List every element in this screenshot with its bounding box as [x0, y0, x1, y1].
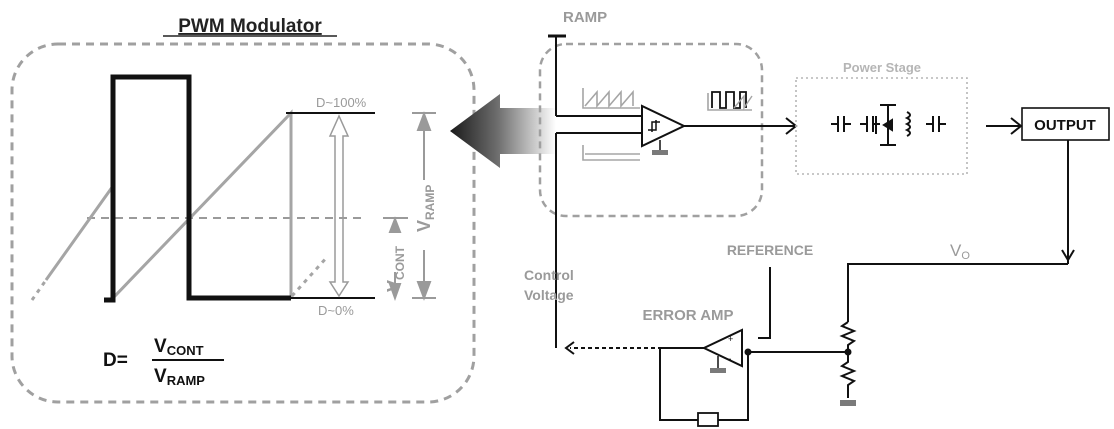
error-amp-symbol	[701, 328, 743, 368]
error-amp-out-node-dot	[744, 348, 752, 356]
comparator-block: RAMP	[538, 9, 798, 218]
formula-numerator: VCONT	[154, 336, 204, 358]
output-label: OUTPUT	[1034, 117, 1096, 134]
control-voltage-label-line1: Control	[524, 267, 574, 283]
svg-text:VCONT: VCONT	[384, 245, 407, 292]
error-amp-ground-icon	[710, 368, 726, 373]
divider-resistor-top	[839, 321, 857, 356]
control-sketch	[582, 145, 640, 161]
modulator-dashed-border	[10, 42, 476, 404]
input-capacitor-icon	[831, 116, 851, 132]
control-voltage-arrowhead	[564, 341, 575, 355]
formula-lhs: D=	[103, 350, 128, 371]
ramp-waveform	[44, 109, 293, 302]
error-amp-minus-sign: -	[728, 354, 731, 365]
power-stage-dotted-border	[795, 77, 968, 175]
hysteresis-icon	[648, 120, 660, 132]
vramp-dimension	[412, 111, 436, 301]
power-stage-block: Power Stage	[795, 60, 1023, 175]
error-amp-label: ERROR AMP	[642, 307, 733, 324]
compensation-resistor-icon	[697, 412, 719, 427]
ramp-dashed-start	[30, 279, 48, 301]
vramp-label: VRAMP	[414, 185, 437, 232]
mosfet-icon	[875, 104, 896, 146]
divider-resistor-bottom	[839, 356, 857, 398]
vcont-label: VCONT	[384, 245, 407, 292]
pwm-sketch	[707, 91, 753, 111]
ramp-label: RAMP	[563, 9, 607, 26]
reference-label: REFERENCE	[727, 242, 813, 258]
feedback-node-dot	[844, 348, 852, 356]
ramp-dashed-end	[290, 254, 330, 298]
pwm-pulse-waveform	[104, 74, 291, 303]
inductor-icon	[904, 111, 911, 137]
modulator-title: PWM Modulator	[178, 16, 322, 37]
ramp-sketch	[582, 88, 640, 109]
vcont-dimension	[383, 216, 408, 301]
vo-label: VO	[950, 241, 970, 262]
control-voltage-label-line2: Voltage	[524, 287, 574, 303]
output-box: OUTPUT	[1021, 107, 1110, 141]
svg-text:VRAMP: VRAMP	[414, 185, 437, 232]
snubber-capacitor-icon	[860, 116, 880, 132]
error-amp-plus-sign: +	[728, 334, 733, 344]
duty-formula: D= VCONT VRAMP	[103, 336, 224, 388]
pwm-modulator-panel: PWM Modulator D~100% D~0% V	[10, 16, 476, 404]
feedback-path	[555, 133, 1075, 421]
comparator-ground-icon	[652, 150, 668, 155]
comparator-symbol	[641, 104, 687, 148]
formula-denominator: VRAMP	[154, 366, 205, 388]
power-stage-label: Power Stage	[843, 60, 921, 75]
output-capacitor-icon	[926, 116, 946, 132]
divider-ground-icon	[840, 400, 856, 406]
comparator-dashed-border	[538, 42, 764, 218]
d-min-label: D~0%	[318, 303, 354, 318]
power-stage-output-arrowhead	[1010, 117, 1023, 135]
zoom-arrow	[450, 94, 556, 168]
d-max-label: D~100%	[316, 95, 367, 110]
duty-range-arrow	[328, 114, 350, 298]
